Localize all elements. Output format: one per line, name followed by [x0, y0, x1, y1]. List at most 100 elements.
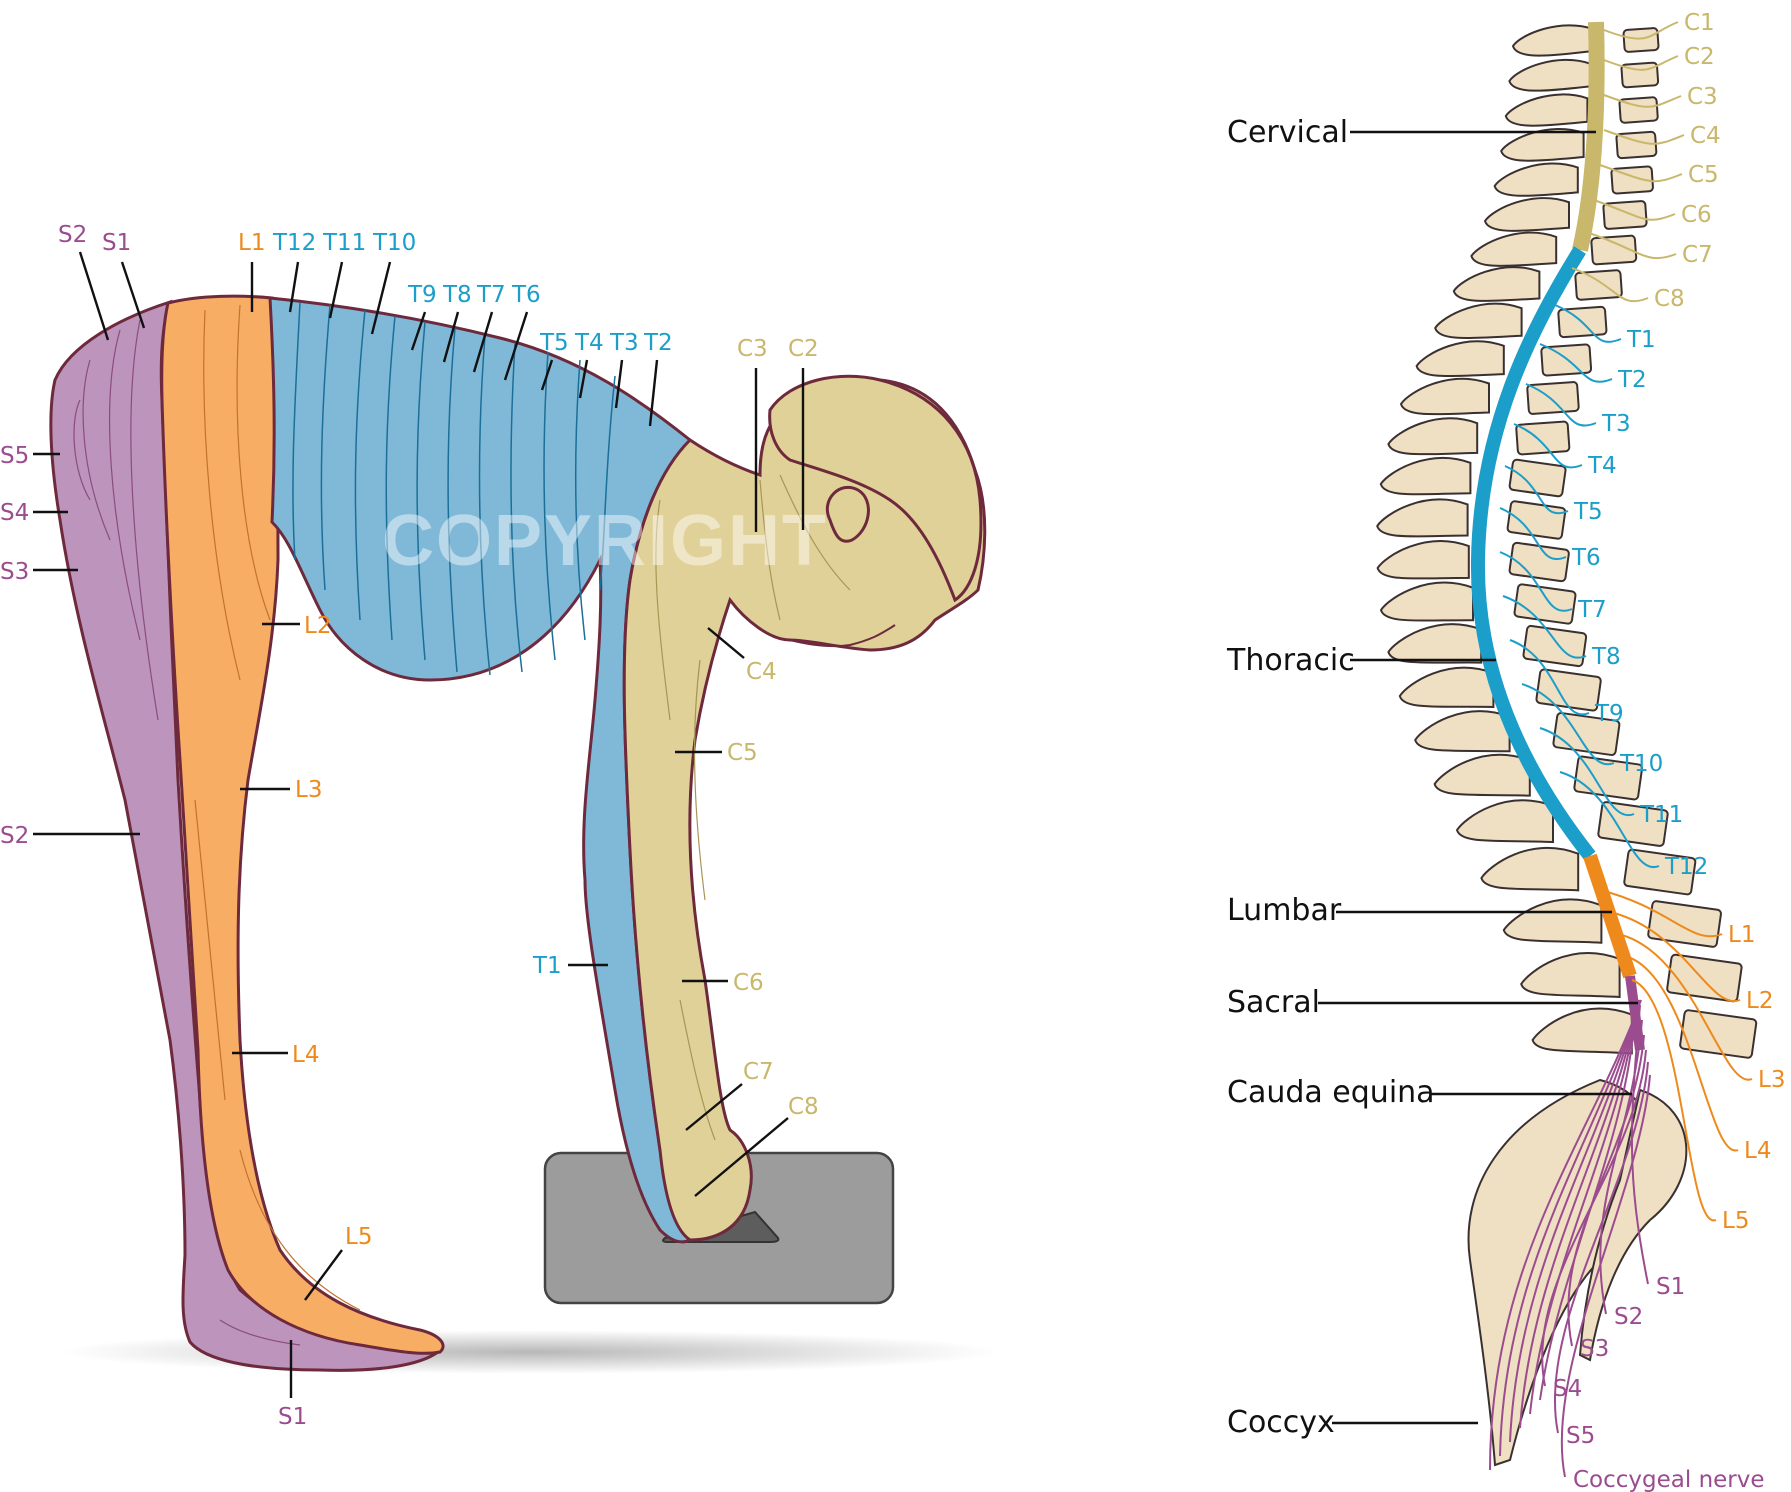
spine-nerve-label-C6: C6	[1681, 202, 1712, 228]
vertebral-body	[1666, 953, 1743, 1003]
cord-lumbar	[1583, 853, 1637, 979]
region-label-lumbar: Lumbar	[1227, 893, 1342, 928]
vertebral-body	[1573, 755, 1644, 801]
nerve-C3	[1603, 94, 1682, 108]
spine-nerve-label-C7: C7	[1682, 242, 1713, 268]
spine-nerve-label-T11: T11	[1639, 802, 1683, 828]
spine-nerve-label-S4: S4	[1553, 1376, 1582, 1402]
spine-nerve-label-T8: T8	[1591, 644, 1621, 670]
leader-T3	[614, 359, 624, 409]
ear	[825, 485, 870, 543]
nerve-T10	[1521, 683, 1615, 766]
vertebral-column	[1376, 24, 1758, 1467]
cauda-equina-fibre	[1519, 999, 1639, 1429]
cord-cervical	[1572, 21, 1605, 252]
leader-T5	[540, 359, 554, 391]
spine-nerve-label-C2: C2	[1684, 44, 1715, 70]
figure-label-T10: T10	[372, 230, 416, 256]
sacral-segment	[1578, 1088, 1688, 1362]
vertebral-body	[1679, 1009, 1758, 1059]
nerve-C6	[1593, 199, 1676, 221]
figure-label-L1: L1	[238, 230, 265, 256]
spine-nerve-label-S3: S3	[1580, 1336, 1609, 1362]
figure-label-S5: S5	[0, 443, 29, 469]
figure-label-L5: L5	[345, 1224, 372, 1250]
vertebral-body	[1618, 96, 1659, 124]
spine-nerve-label-Coccygeal-nerve: Coccygeal nerve	[1573, 1467, 1765, 1492]
nerve-T9	[1509, 639, 1590, 716]
vertebra-process	[1500, 128, 1585, 162]
leader-S1-top	[120, 261, 146, 329]
vertebra-process	[1434, 302, 1523, 340]
leader-L5	[304, 1249, 343, 1301]
figure-label-C8: C8	[788, 1094, 819, 1120]
figure-label-S1-foot: S1	[278, 1404, 307, 1430]
vertebral-body	[1590, 234, 1638, 266]
spine-nerve-label-T10: T10	[1619, 751, 1663, 777]
vertebra-process	[1379, 581, 1474, 622]
nerve-T1	[1554, 304, 1622, 343]
vertebral-body	[1515, 420, 1571, 456]
nerve-T2	[1539, 343, 1613, 383]
spine-nerve-label-T12: T12	[1664, 854, 1708, 880]
leader-S2-top	[78, 251, 110, 341]
vertebral-body	[1615, 130, 1658, 160]
cauda-equina-fibre	[1539, 999, 1637, 1401]
vertebral-body	[1522, 624, 1588, 668]
spine-nerve-label-T5: T5	[1573, 499, 1603, 525]
vertebral-body	[1622, 27, 1660, 53]
copyright-watermark: COPYRIGHT	[382, 501, 828, 581]
vertebral-body	[1513, 583, 1577, 625]
nerve-T5	[1504, 465, 1569, 515]
sacrum-coccyx	[1467, 1078, 1654, 1467]
vertebral-body	[1508, 541, 1570, 583]
spine-nerve-label-T7: T7	[1577, 597, 1607, 623]
vertebral-body	[1602, 200, 1648, 230]
leader-T2	[648, 359, 659, 427]
figure-label-L3: L3	[295, 777, 322, 803]
leader-T10	[370, 261, 392, 335]
figure-label-S4: S4	[0, 500, 29, 526]
cauda-equina-fibre	[1499, 999, 1641, 1457]
vertebral-body	[1552, 712, 1621, 756]
nerve-T6	[1499, 507, 1567, 560]
spine-nerve-label-C1: C1	[1684, 10, 1715, 36]
figure-label-T9: T9	[407, 282, 437, 308]
figure-label-C6: C6	[733, 970, 764, 996]
leader-C7	[685, 1083, 743, 1131]
arm-contours	[655, 474, 851, 1141]
vertebra-process	[1452, 266, 1541, 302]
nerve-S4	[1541, 1049, 1647, 1387]
vertebral-body	[1535, 668, 1602, 712]
spine-nerve-label-T1: T1	[1626, 327, 1656, 353]
spine-nerve-label-C5: C5	[1688, 162, 1719, 188]
vertebra-process	[1470, 231, 1558, 267]
nerve-C4	[1603, 129, 1685, 145]
cord-thoracic	[1470, 246, 1596, 861]
figure-label-T4: T4	[574, 330, 604, 356]
figure-leader-lines	[33, 251, 805, 1398]
leader-T4	[578, 359, 589, 399]
region-label-cervical: Cervical	[1227, 115, 1348, 150]
thoracic-divisions	[292, 301, 616, 676]
spine-nerve-label-C8: C8	[1654, 286, 1685, 312]
vertebra-process	[1455, 799, 1554, 844]
nerve-C7	[1585, 231, 1677, 260]
spine-labels: C1C2C3C4C5C6C7C8T1T2T3T4T5T6T7T8T9T10T11…	[1226, 10, 1785, 1492]
nerve-L4	[1624, 955, 1739, 1152]
nerve-T7	[1499, 551, 1573, 612]
nerve-L1	[1599, 889, 1723, 938]
figure-label-C3: C3	[737, 336, 768, 362]
vertebral-body	[1623, 848, 1697, 896]
nerve-C8	[1571, 267, 1649, 303]
vertebral-body	[1526, 381, 1580, 415]
vertebral-body	[1508, 458, 1567, 498]
vertebra-process	[1483, 197, 1570, 232]
vertebra-process	[1414, 710, 1511, 753]
spine-nerve-label-C4: C4	[1690, 123, 1721, 149]
figure-label-C7: C7	[743, 1059, 774, 1085]
figure-label-S2-leg: S2	[0, 823, 29, 849]
spine-nerve-label-L2: L2	[1746, 988, 1773, 1014]
spinal-cord	[1470, 21, 1645, 1471]
